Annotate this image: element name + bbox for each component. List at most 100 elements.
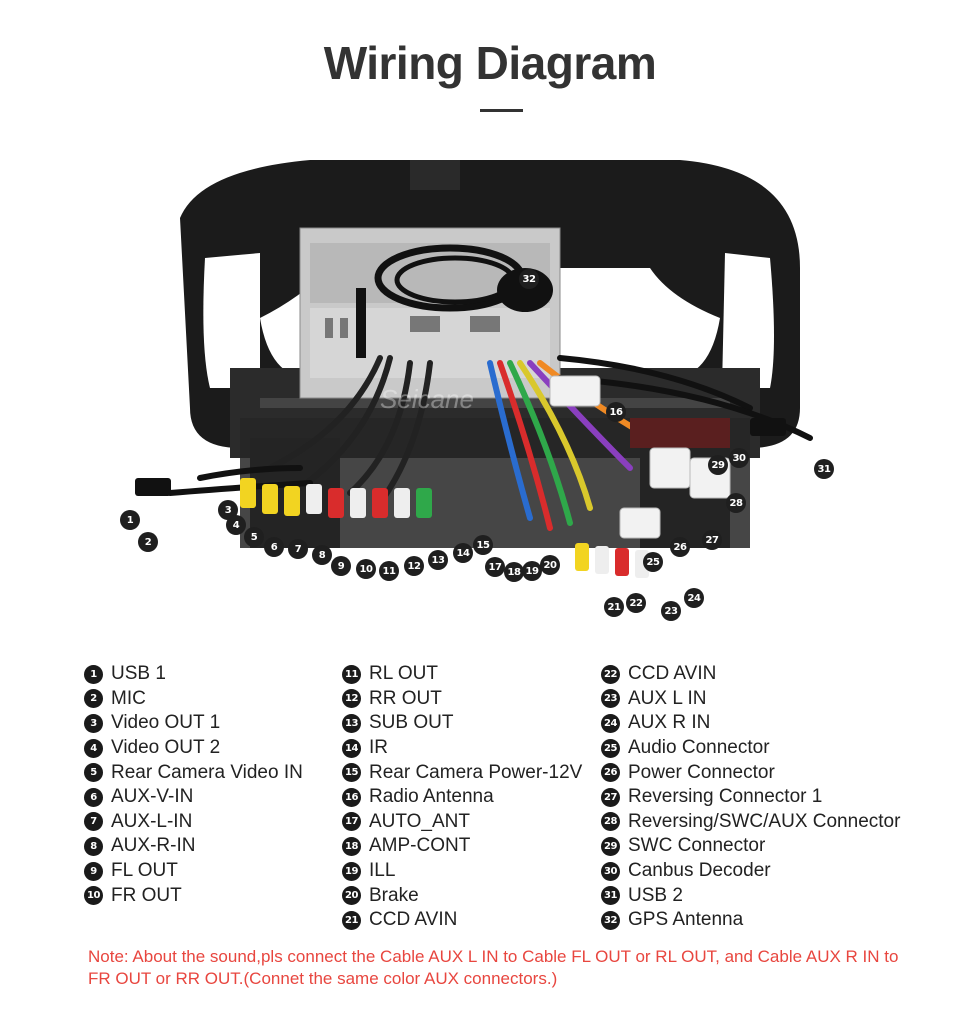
legend-label: Rear Camera Power-12V: [369, 761, 583, 783]
legend-number: 16: [342, 787, 361, 807]
legend-item: 7 AUX-L-IN: [84, 810, 303, 835]
legend-number: 29: [601, 836, 620, 856]
legend-label: Radio Antenna: [369, 786, 494, 808]
legend-label: GPS Antenna: [628, 909, 744, 931]
legend-number: 18: [342, 836, 361, 856]
legend-label: AUX-R-IN: [111, 835, 196, 857]
callout-30: 30: [729, 448, 749, 468]
legend-label: Video OUT 1: [111, 712, 221, 734]
canbus-decoder: [630, 418, 730, 448]
legend-number: 5: [84, 763, 103, 783]
legend-label: FR OUT: [111, 884, 182, 906]
callout-16: 16: [606, 402, 626, 422]
legend-number: 3: [84, 713, 103, 733]
legend-number: 31: [601, 886, 620, 906]
legend-number: 7: [84, 812, 103, 832]
legend-label: Reversing/SWC/AUX Connector: [628, 810, 901, 832]
legend-label: AUX-L-IN: [111, 810, 193, 832]
legend-number: 19: [342, 861, 361, 881]
legend-number: 27: [601, 787, 620, 807]
legend-label: CCD AVIN: [628, 663, 717, 685]
callout-9: 9: [331, 556, 351, 576]
legend-label: Canbus Decoder: [628, 860, 771, 882]
callout-1: 1: [120, 510, 140, 530]
legend-number: 20: [342, 886, 361, 906]
legend-label: SUB OUT: [369, 712, 454, 734]
legend-label: AUTO_ANT: [369, 810, 471, 832]
callout-10: 10: [356, 559, 376, 579]
legend-label: AUX L IN: [628, 687, 707, 709]
legend-item: 27 Reversing Connector 1: [601, 785, 900, 810]
legend-item: 9 FL OUT: [84, 859, 303, 884]
legend-label: RR OUT: [369, 687, 442, 709]
legend-number: 10: [84, 886, 103, 906]
callout-20: 20: [540, 555, 560, 575]
legend-number: 24: [601, 713, 620, 733]
legend-label: RL OUT: [369, 663, 438, 685]
callout-14: 14: [453, 543, 473, 563]
legend-item: 21 CCD AVIN: [342, 908, 582, 933]
legend-number: 13: [342, 713, 361, 733]
callout-19: 19: [522, 561, 542, 581]
legend-number: 21: [342, 910, 361, 930]
legend-label: FL OUT: [111, 860, 178, 882]
legend-label: Rear Camera Video IN: [111, 761, 303, 783]
legend-number: 25: [601, 738, 620, 758]
legend-item: 1 USB 1: [84, 662, 303, 687]
legend-label: CCD AVIN: [369, 909, 458, 931]
callout-8: 8: [312, 545, 332, 565]
callout-7: 7: [288, 539, 308, 559]
legend-number: 9: [84, 861, 103, 881]
callout-13: 13: [428, 550, 448, 570]
legend-item: 13 SUB OUT: [342, 711, 582, 736]
legend-number: 2: [84, 689, 103, 709]
legend-number: 1: [84, 664, 103, 684]
callout-25: 25: [643, 552, 663, 572]
legend-label: USB 1: [111, 663, 166, 685]
legend-item: 22 CCD AVIN: [601, 662, 900, 687]
sound-connection-note: Note: About the sound,pls connect the Ca…: [88, 947, 899, 988]
legend-label: AMP-CONT: [369, 835, 471, 857]
callout-2: 2: [138, 532, 158, 552]
legend-label: MIC: [111, 687, 146, 709]
legend-item: 10 FR OUT: [84, 883, 303, 908]
callout-17: 17: [485, 557, 505, 577]
legend-item: 16 Radio Antenna: [342, 785, 582, 810]
legend-number: 23: [601, 689, 620, 709]
callout-32: 32: [519, 269, 539, 289]
callout-11: 11: [379, 561, 399, 581]
legend-label: Reversing Connector 1: [628, 786, 823, 808]
legend-item: 5 Rear Camera Video IN: [84, 760, 303, 785]
legend-number: 6: [84, 787, 103, 807]
legend-item: 23 AUX L IN: [601, 687, 900, 712]
callout-28: 28: [726, 493, 746, 513]
callout-29: 29: [708, 455, 728, 475]
legend-number: 14: [342, 738, 361, 758]
legend-number: 11: [342, 664, 361, 684]
legend-label: Power Connector: [628, 761, 775, 783]
callout-22: 22: [626, 593, 646, 613]
legend-label: AUX R IN: [628, 712, 711, 734]
callout-5: 5: [244, 527, 264, 547]
legend-item: 3 Video OUT 1: [84, 711, 303, 736]
legend-number: 30: [601, 861, 620, 881]
callout-26: 26: [670, 537, 690, 557]
legend-item: 30 Canbus Decoder: [601, 859, 900, 884]
callout-18: 18: [504, 562, 524, 582]
legend-number: 22: [601, 664, 620, 684]
watermark: Seicane: [380, 384, 474, 414]
